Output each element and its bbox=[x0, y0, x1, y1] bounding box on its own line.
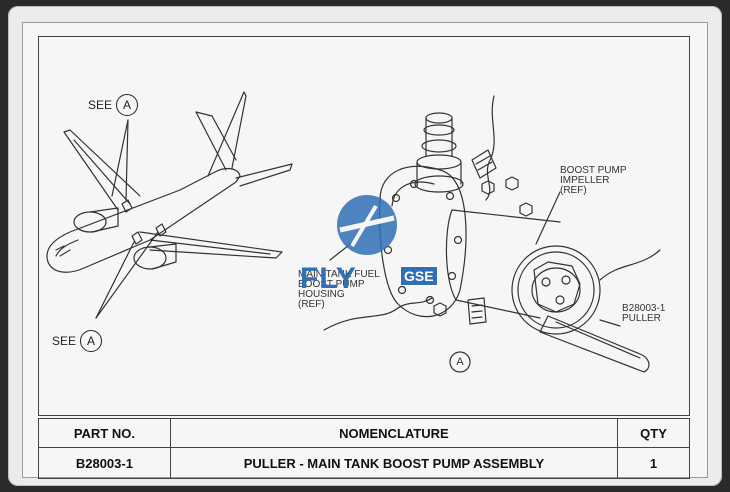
qty-header: QTY bbox=[617, 418, 690, 448]
qty-value: 1 bbox=[617, 447, 690, 479]
part-number-value: B28003-1 bbox=[38, 447, 171, 479]
view-marker: A bbox=[116, 94, 139, 116]
detail-circle bbox=[449, 351, 471, 373]
globe-icon bbox=[337, 195, 397, 255]
callout-puller: B28003-1 PULLER bbox=[622, 303, 666, 324]
see-view-label-lower: SEE A bbox=[52, 330, 103, 352]
watermark-suffix: GSE bbox=[400, 266, 438, 286]
nomenclature-value: PULLER - MAIN TANK BOOST PUMP ASSEMBLY bbox=[169, 447, 619, 479]
view-marker: A bbox=[80, 330, 103, 352]
boost-pump-drawing bbox=[323, 95, 661, 373]
detail-letter: A bbox=[456, 356, 464, 368]
brand-watermark: FLY GSE bbox=[300, 190, 438, 300]
drawing-frame bbox=[38, 36, 690, 416]
callout-impeller: BOOST PUMP IMPELLER (REF) bbox=[560, 165, 627, 196]
part-number-header: PART NO. bbox=[38, 418, 171, 448]
callout-housing: MAIN TANK FUEL BOOST PUMP HOUSING (REF) bbox=[298, 269, 380, 310]
see-view-label-upper: SEE A bbox=[88, 94, 139, 116]
airplane-drawing bbox=[46, 91, 293, 319]
nomenclature-header: NOMENCLATURE bbox=[169, 418, 619, 448]
title-block: PART NO. NOMENCLATURE QTY B28003-1 PULLE… bbox=[38, 418, 690, 479]
watermark-brand: FLY bbox=[300, 262, 357, 295]
